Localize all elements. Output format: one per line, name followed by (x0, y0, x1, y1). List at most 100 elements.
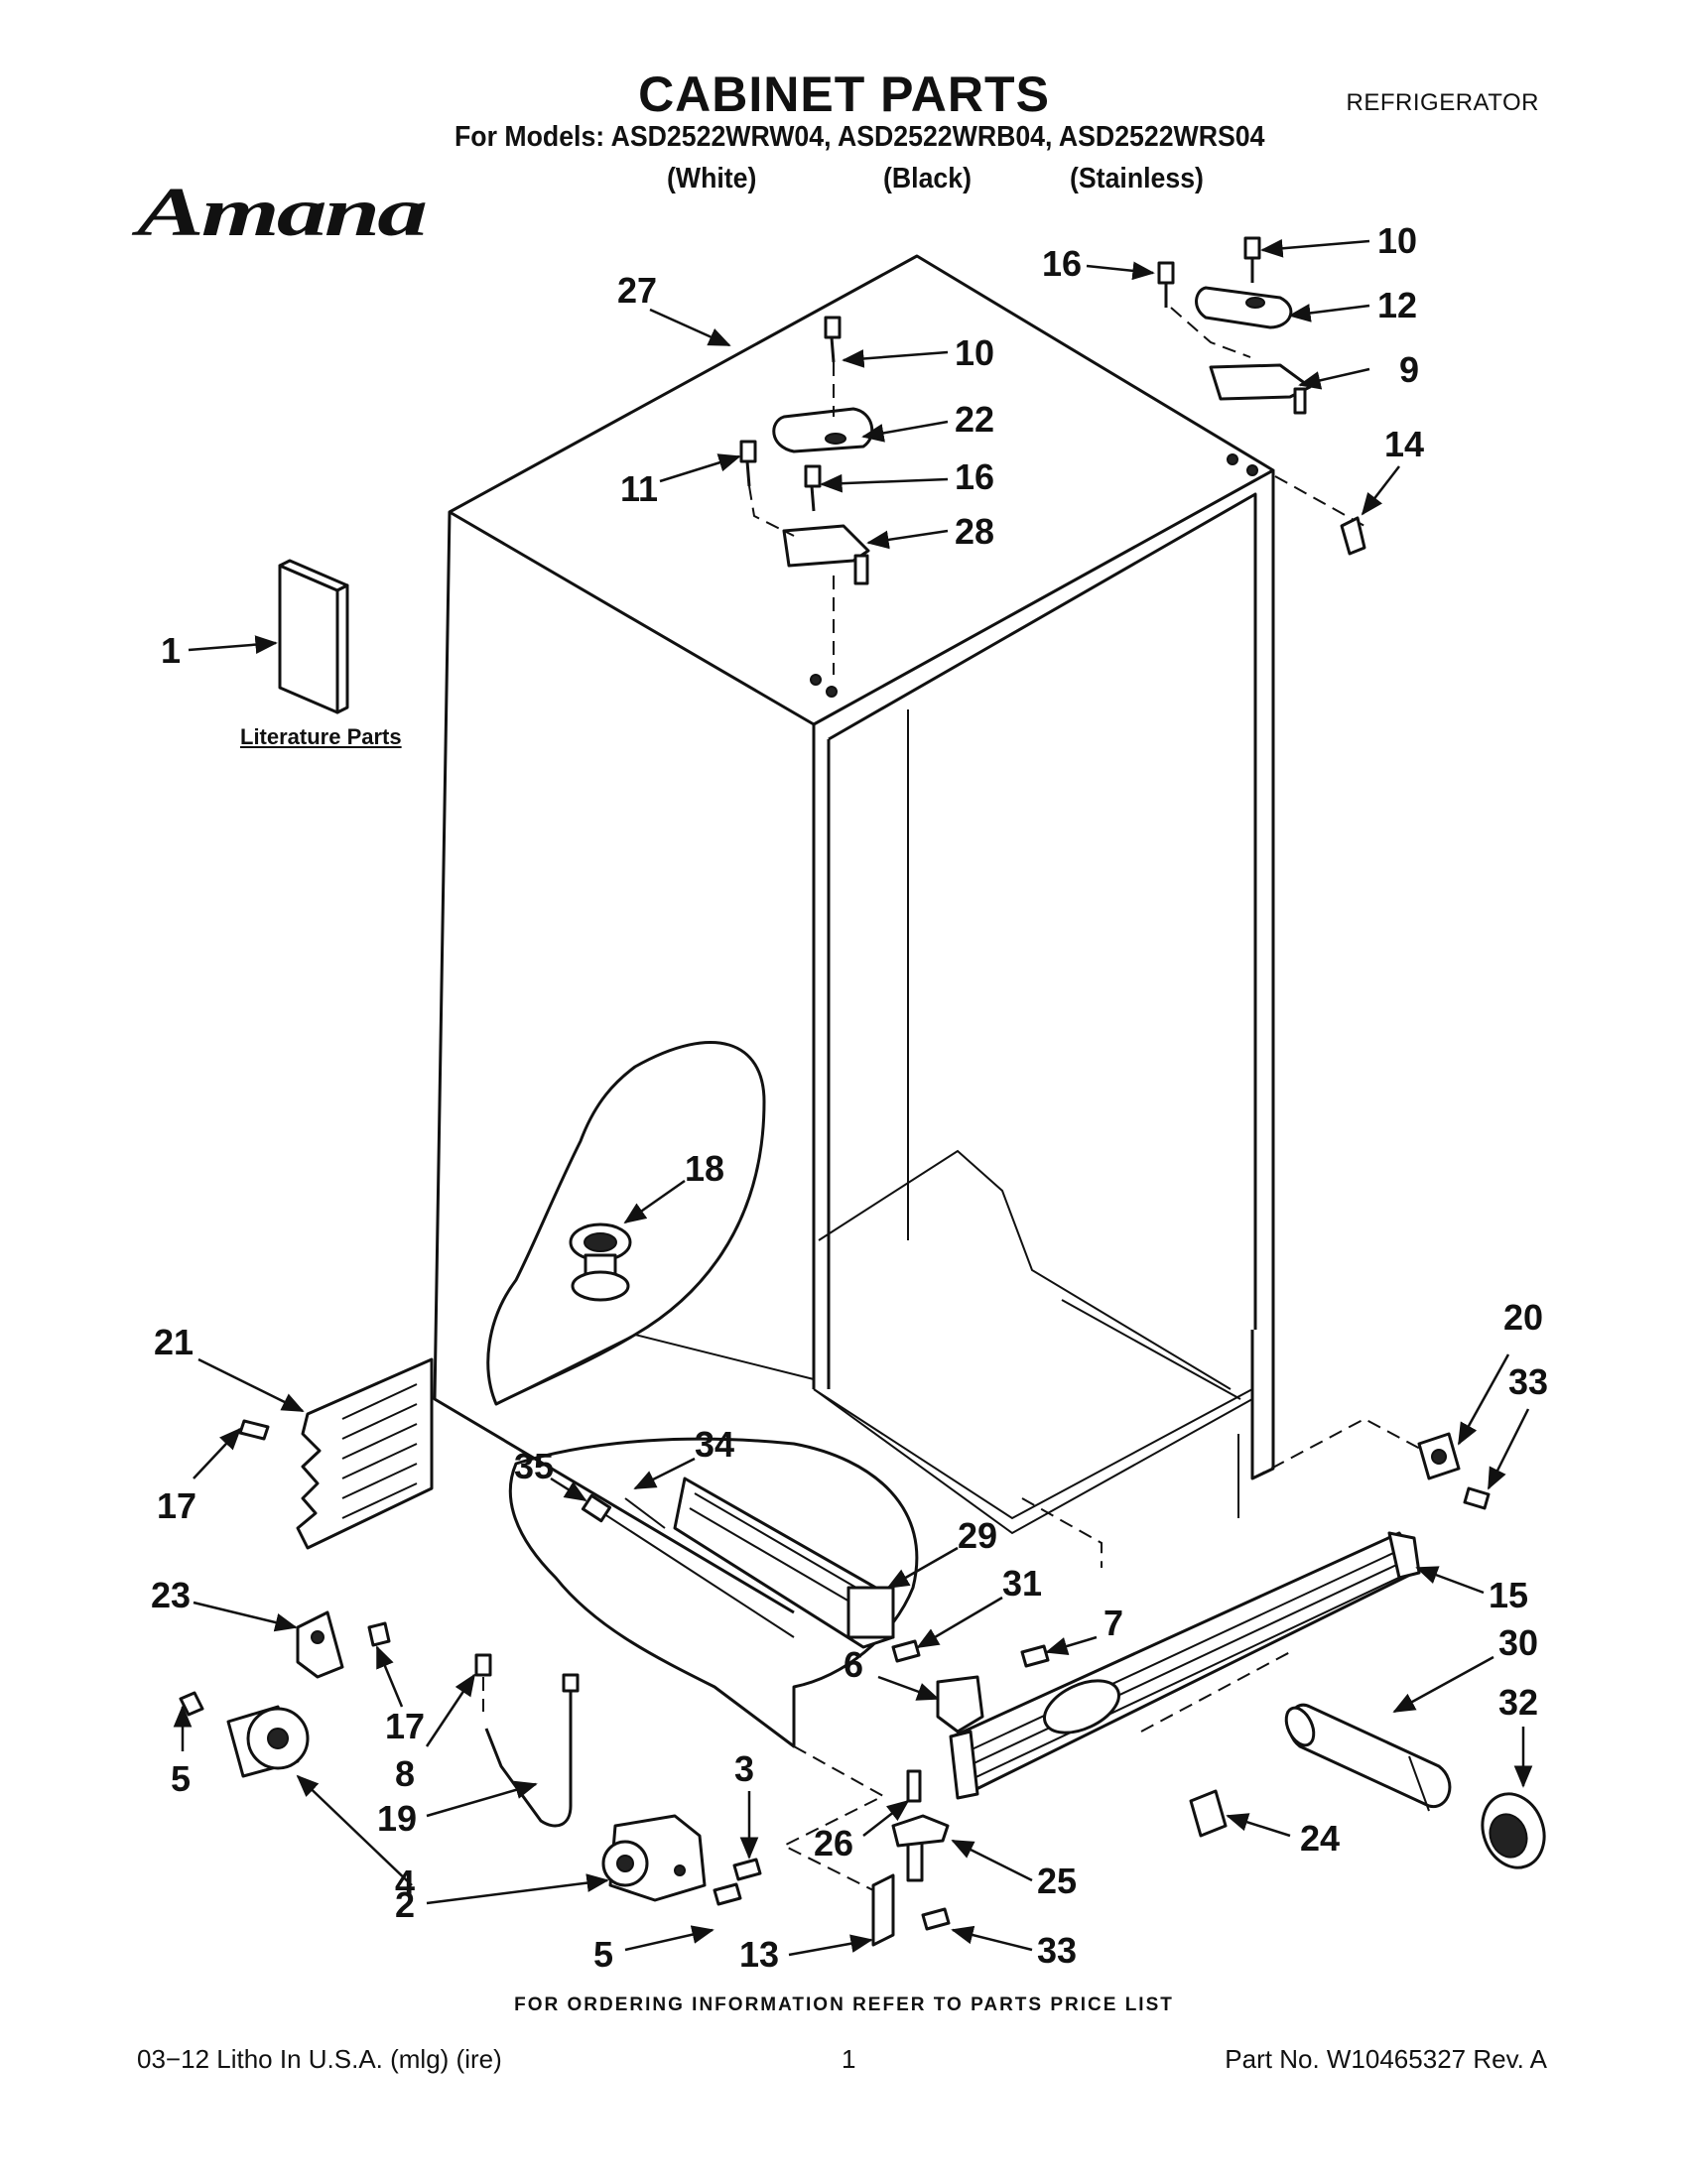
bottom-hinge-13 (871, 1839, 951, 1947)
callout-6: 6 (844, 1644, 863, 1685)
page-title: CABINET PARTS (638, 66, 1050, 122)
cabinet-bottom-front (813, 1330, 1253, 1520)
callout-34: 34 (695, 1424, 734, 1465)
hinge-20 (1417, 1432, 1491, 1510)
screw-26 (906, 1769, 922, 1803)
callout-12: 12 (1377, 285, 1417, 325)
callout-22: 22 (955, 399, 994, 440)
screw-17b (367, 1621, 391, 1647)
callout-28: 28 (955, 511, 994, 552)
hinge-cover-12 (1195, 286, 1293, 329)
callout-5: 5 (593, 1934, 613, 1975)
heater-tube (581, 1493, 795, 1638)
hinge-pin-25 (891, 1769, 950, 1848)
callout-labels: 27 10 22 11 16 28 16 10 12 9 14 1 18 21 … (151, 220, 1548, 1975)
screw-10b (1243, 236, 1261, 283)
screw-16a (804, 464, 822, 512)
callout-30: 30 (1498, 1622, 1538, 1663)
category-label: REFRIGERATOR (1346, 89, 1539, 116)
finish-stainless-label: (Stainless) (1070, 163, 1204, 194)
screw-3 (732, 1858, 762, 1881)
freezer-floor (818, 1149, 1232, 1390)
rear-access-cover (238, 1357, 434, 1550)
callout-16: 16 (1042, 243, 1082, 284)
base-grille (949, 1531, 1421, 1800)
callout-13: 13 (739, 1934, 779, 1975)
callout-4: 4 (395, 1863, 415, 1903)
screw-17a (238, 1419, 270, 1441)
callout-29: 29 (958, 1515, 997, 1556)
screw-5b (713, 1882, 742, 1906)
callout-21: 21 (154, 1322, 194, 1362)
callout-26: 26 (814, 1823, 853, 1863)
ordering-note: FOR ORDERING INFORMATION REFER TO PARTS … (514, 1994, 1174, 2015)
literature-book (278, 559, 349, 714)
callout-24: 24 (1300, 1818, 1340, 1859)
callout-14: 14 (1384, 424, 1424, 464)
water-filter (1284, 1703, 1452, 1812)
callout-27: 27 (617, 270, 657, 311)
callout-9: 9 (1399, 349, 1419, 390)
print-info: 03−12 Litho In U.S.A. (mlg) (ire) (137, 2044, 502, 2074)
finish-black-label: (Black) (883, 163, 972, 194)
callout-1: 1 (161, 630, 181, 671)
screw-31 (891, 1639, 921, 1663)
callout-16: 16 (955, 456, 994, 497)
callout-10: 10 (1377, 220, 1417, 261)
cabinet-opening-top (828, 492, 1257, 1330)
grille-screws (891, 1639, 1050, 1734)
callout-3: 3 (734, 1748, 754, 1789)
screw-5a (179, 1691, 204, 1717)
literature-parts-label: Literature Parts (240, 724, 402, 749)
callout-33: 33 (1508, 1361, 1548, 1402)
callout-8: 8 (395, 1753, 415, 1794)
bypass-plug (1189, 1789, 1228, 1838)
callout-15: 15 (1489, 1575, 1528, 1615)
top-hinge-right (1157, 236, 1366, 556)
callout-35: 35 (514, 1446, 554, 1486)
cabinet-cutaway-upper (486, 1041, 815, 1406)
roller-bracket-2 (601, 1814, 762, 1906)
callout-20: 20 (1503, 1297, 1543, 1338)
leader-lines (173, 238, 1533, 1957)
callout-32: 32 (1498, 1682, 1538, 1723)
cabinet-cutaway-lower (508, 1437, 919, 1748)
callout-11: 11 (620, 468, 658, 509)
callout-10: 10 (955, 332, 994, 373)
page-number: 1 (842, 2044, 856, 2074)
cabinet-base-rail (813, 1388, 1253, 1535)
finish-white-label: (White) (667, 163, 757, 194)
screw-33a (1463, 1486, 1491, 1510)
callout-7: 7 (1104, 1603, 1123, 1643)
hinge-cover-22 (772, 407, 874, 453)
callout-23: 23 (151, 1575, 191, 1615)
damper-housing (673, 1477, 895, 1649)
callout-18: 18 (685, 1148, 724, 1189)
part-number: Part No. W10465327 Rev. A (1225, 2044, 1547, 2074)
models-line: For Models: ASD2522WRW04, ASD2522WRB04, … (454, 121, 1265, 153)
screw-8 (474, 1653, 492, 1677)
drain-grommet (569, 1222, 632, 1302)
filter-cap (1481, 1792, 1546, 1869)
top-hinge-left (739, 316, 874, 698)
callout-33: 33 (1037, 1930, 1077, 1971)
cabinet-top (448, 254, 1275, 726)
screw-7 (1020, 1644, 1050, 1668)
fresh-floor (1061, 1299, 1241, 1400)
callout-17: 17 (385, 1706, 425, 1746)
screw-33b (921, 1907, 951, 1931)
callout-17: 17 (157, 1485, 196, 1526)
screw-16b (1157, 261, 1175, 308)
cabinet-shell (433, 254, 1275, 1614)
callout-5: 5 (171, 1758, 191, 1799)
callout-31: 31 (1002, 1563, 1042, 1604)
water-line-19 (474, 1653, 580, 1828)
door-stop-14 (1340, 516, 1366, 556)
callout-19: 19 (377, 1798, 417, 1839)
cabinet-side-edge (433, 511, 795, 1614)
screw-11 (739, 440, 757, 487)
clip-6 (936, 1675, 984, 1734)
roller-assembly-4 (179, 1691, 310, 1778)
screw-10a (824, 316, 842, 363)
